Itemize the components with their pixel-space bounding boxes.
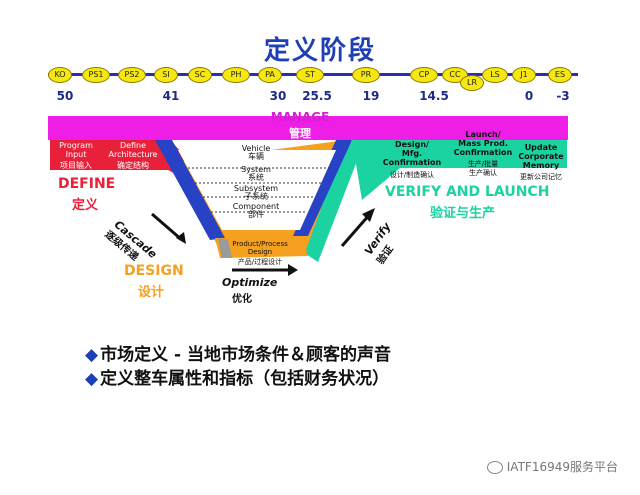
verify-block — [352, 140, 567, 200]
timeline-number: 50 — [56, 89, 74, 103]
optimize-label-en: Optimize — [222, 276, 278, 289]
design-confirmation-en: Design/ Mfg. Confirmation — [382, 140, 442, 167]
phase-verify-cn: 验证与生产 — [430, 206, 496, 221]
update-memory-en: Update Corporate Memory — [518, 143, 564, 170]
diamond-bullet-icon: ◆ — [85, 345, 99, 365]
timeline-number: 41 — [162, 89, 180, 103]
product-process-design-cn: 产品/过程设计 — [237, 258, 283, 266]
design-bottom — [215, 238, 308, 258]
shadow — [218, 238, 232, 258]
level-vehicle-cn: 车辆 — [248, 152, 264, 161]
level-system-en: System — [241, 165, 271, 174]
blue-band-left — [155, 140, 225, 240]
define-architecture-cn: 确定结构 — [117, 161, 149, 170]
level-vehicle: Vehicle 车辆 — [206, 145, 306, 161]
optimize-arrowhead — [288, 264, 298, 276]
timeline-number: 30 — [269, 89, 287, 103]
phase-design-en: DESIGN — [124, 263, 184, 279]
watermark-text: IATF16949服务平台 — [506, 460, 618, 474]
verify-arm — [300, 140, 362, 262]
gate-pr: PR — [352, 67, 380, 83]
manage-bar — [48, 116, 568, 140]
page-title: 定义阶段 — [263, 36, 376, 66]
timeline-number: -3 — [556, 89, 570, 103]
program-input-cn: 项目输入 — [60, 161, 92, 170]
level-vehicle-en: Vehicle — [241, 144, 271, 153]
bullet-1: ◆市场定义 - 当地市场条件＆顾客的声音 — [85, 340, 391, 365]
gate-ko: KO — [48, 67, 72, 83]
levels-area — [178, 150, 336, 230]
gate-es: ES — [548, 67, 572, 83]
diamond-bullet-icon: ◆ — [85, 369, 99, 389]
gate-si: SI — [154, 67, 178, 83]
timeline-number: 0 — [524, 89, 534, 103]
level-component: Component 部件 — [206, 203, 306, 219]
gate-cp: CP — [410, 67, 438, 83]
bullet-2: ◆定义整车属性和指标（包括财务状况） — [85, 364, 389, 389]
phase-define-en: DEFINE — [58, 176, 116, 192]
verify-arrowhead — [362, 208, 375, 222]
phase-design-cn: 设计 — [138, 285, 165, 300]
phase-define-cn: 定义 — [72, 198, 99, 213]
bullet-2-text: 定义整车属性和指标（包括财务状况） — [100, 369, 390, 389]
gate-st: ST — [296, 67, 324, 83]
bullet-1-text: 市场定义 - 当地市场条件＆顾客的声音 — [100, 345, 391, 365]
cascade-arrow — [151, 212, 183, 242]
update-memory-cn: 更新公司记忆 — [520, 173, 562, 181]
level-system-cn: 系统 — [248, 173, 264, 182]
gate-ls: LS — [482, 67, 508, 83]
define-architecture-en: Define Architecture — [108, 141, 158, 159]
phase-verify-en: VERIFY AND LAUNCH — [385, 184, 550, 200]
launch-confirmation-cn: 生产/批量 生产确认 — [467, 160, 499, 177]
gate-ps2: PS2 — [118, 67, 146, 83]
manage-cn: 管理 — [289, 127, 311, 140]
design-confirmation-cn: 设计/制造确认 — [389, 171, 435, 179]
program-input-en: Program Input — [59, 141, 93, 159]
product-process-design-en: Product/Process Design — [232, 240, 288, 256]
gate-pa: PA — [258, 67, 282, 83]
timeline-number: 19 — [362, 89, 380, 103]
timeline-number: 25.5 — [302, 89, 332, 103]
verify-arrow — [340, 213, 372, 247]
watermark: IATF16949服务平台 — [486, 458, 618, 475]
level-subsystem-en: Subsystem — [233, 184, 279, 193]
wechat-icon — [486, 461, 503, 474]
level-component-en: Component — [232, 202, 280, 211]
manage-en: MANAGE — [270, 110, 330, 124]
cascade-arrowhead — [176, 232, 186, 244]
gate-ps1: PS1 — [82, 67, 110, 83]
level-component-cn: 部件 — [248, 210, 264, 219]
level-system: System 系统 — [206, 166, 306, 182]
timeline-number: 14.5 — [419, 89, 449, 103]
level-subsystem: Subsystem 子系统 — [206, 185, 306, 201]
level-subsystem-cn: 子系统 — [244, 192, 268, 201]
gate-ph: PH — [222, 67, 250, 83]
gate-sc: SC — [188, 67, 212, 83]
optimize-label-cn: 优化 — [232, 294, 252, 305]
gate-j1: J1 — [512, 67, 536, 83]
launch-confirmation-en: Launch/ Mass Prod. Confirmation — [453, 130, 513, 157]
gate-lr: LR — [460, 75, 484, 91]
